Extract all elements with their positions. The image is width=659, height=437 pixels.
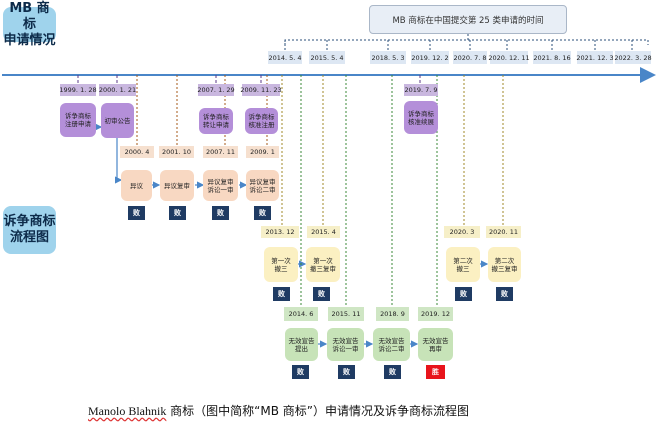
application-section-label: MB 商标 申请情况: [3, 1, 56, 48]
dispute-date: 2020. 3: [444, 226, 480, 238]
figure-caption: Manolo Blahnik 商标（图中简称“MB 商标”）申请情况及诉争商标流…: [88, 402, 469, 419]
timeline-date: 2021. 12. 3: [576, 51, 614, 64]
verdict-loss-badge: 败: [292, 365, 309, 379]
verdict-loss-badge: 败: [496, 287, 513, 301]
opposition-date: 2000. 4: [120, 146, 154, 158]
verdict-loss-badge: 败: [384, 365, 401, 379]
timeline-date: 2020. 12. 11: [488, 51, 530, 64]
dispute-box: 第一次 撤三: [264, 247, 298, 282]
event-box: 初审公告: [101, 103, 134, 138]
top-title-box: MB 商标在中国提交第 25 类申请的时间: [369, 5, 567, 34]
dispute-date: 2013. 12: [261, 226, 299, 238]
opposition-box: 异议复审 诉讼二审: [246, 170, 279, 201]
dispute-section-line1: 诉争商标: [3, 214, 56, 229]
dispute-section-line2: 流程图: [9, 230, 49, 245]
invalidation-box: 无效宣告 再审: [418, 328, 453, 361]
opposition-date: 2001. 10: [159, 146, 194, 158]
event-box: 诉争商标 转让申请: [199, 108, 233, 134]
application-section-line1: MB 商标: [9, 0, 50, 32]
invalidation-box: 无效宣告 提出: [285, 328, 318, 361]
opposition-box: 异议复审 诉讼一审: [203, 170, 238, 201]
timeline-date: 2018. 5. 3: [370, 51, 406, 64]
caption-brand: Manolo Blahnik: [88, 404, 167, 418]
event-date: 1999. 1. 28: [59, 84, 97, 96]
invalidation-box: 无效宣告 诉讼二审: [373, 328, 410, 361]
event-date: 2000. 1. 21: [98, 84, 137, 96]
opposition-box: 异议复审: [160, 170, 194, 201]
event-date: 2019. 7. 9: [404, 84, 438, 96]
invalidation-date: 2019. 12: [418, 307, 453, 321]
timeline-date: 2020. 7. 8: [453, 51, 487, 64]
timeline-date: 2019. 12. 2: [411, 51, 449, 64]
invalidation-date: 2014. 6: [284, 307, 318, 321]
verdict-loss-badge: 败: [273, 287, 290, 301]
timeline-date: 2014. 5. 4: [268, 51, 302, 64]
dispute-box: 第二次 撤三: [446, 247, 480, 282]
verdict-loss-badge: 败: [169, 206, 186, 220]
event-box: 诉争商标 核准续展: [404, 101, 438, 134]
verdict-loss-badge: 败: [254, 206, 271, 220]
dispute-box: 第二次 撤三复审: [488, 247, 521, 282]
dispute-date: 2020. 11: [486, 226, 521, 238]
timeline-date: 2022. 3. 28: [614, 51, 652, 64]
verdict-loss-badge: 败: [313, 287, 330, 301]
verdict-loss-badge: 败: [128, 206, 145, 220]
dispute-box: 第一次 撤三复审: [306, 247, 340, 282]
dispute-section-label: 诉争商标 流程图: [3, 206, 56, 254]
opposition-date: 2009. 1: [246, 146, 279, 158]
event-box: 诉争商标 核准注册: [245, 108, 278, 134]
event-date: 2009. 11. 23: [240, 84, 282, 96]
invalidation-date: 2015. 11: [328, 307, 364, 321]
invalidation-date: 2018. 9: [376, 307, 409, 321]
verdict-loss-badge: 败: [212, 206, 229, 220]
dispute-date: 2015. 4: [307, 226, 340, 238]
verdict-loss-badge: 败: [338, 365, 355, 379]
event-box: 诉争商标 注册申请: [60, 103, 96, 137]
verdict-win-badge: 胜: [426, 365, 445, 379]
verdict-loss-badge: 败: [455, 287, 472, 301]
timeline-date: 2015. 5. 4: [309, 51, 345, 64]
caption-text: 商标（图中简称“MB 商标”）申请情况及诉争商标流程图: [166, 404, 469, 418]
event-date: 2007. 1. 29: [197, 84, 235, 96]
opposition-box: 异议: [121, 170, 152, 201]
timeline-date: 2021. 8. 16: [533, 51, 571, 64]
application-section-line2: 申请情况: [3, 32, 56, 48]
opposition-date: 2007. 11: [203, 146, 238, 158]
invalidation-box: 无效宣告 诉讼一审: [327, 328, 364, 361]
